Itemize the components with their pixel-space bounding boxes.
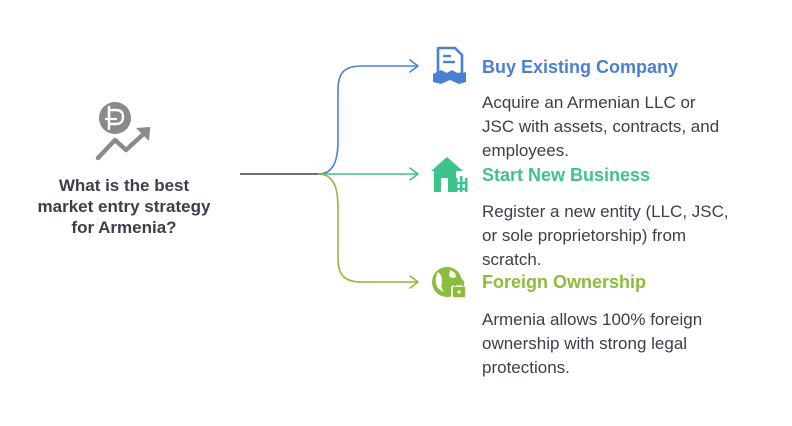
branch-desc-start: Register a new entity (LLC, JSC, or sole… — [482, 200, 782, 272]
dram-growth-icon — [95, 102, 151, 161]
arrow-head-start — [409, 167, 419, 181]
contract-handshake-icon — [433, 46, 466, 84]
branch-desc-foreign: Armenia allows 100% foreign ownership wi… — [482, 308, 782, 380]
arrow-head-foreign — [409, 275, 419, 289]
question-text: What is the best market entry strategy f… — [14, 175, 234, 238]
house-icon — [431, 157, 468, 192]
desc-line: protections. — [482, 358, 570, 377]
desc-line: Armenia allows 100% foreign — [482, 310, 703, 329]
desc-line: scratch. — [482, 250, 542, 269]
question-line: market entry strategy — [37, 197, 211, 216]
branch-title-buy: Buy Existing Company — [482, 57, 679, 77]
desc-line: JSC with assets, contracts, and — [482, 117, 720, 136]
branch-desc-buy: Acquire an Armenian LLC or JSC with asse… — [482, 91, 782, 163]
globe-lock-icon — [432, 267, 467, 299]
branch-title-start: Start New Business — [482, 165, 651, 185]
branch-title-foreign: Foreign Ownership — [482, 272, 647, 292]
question-line: What is the best — [58, 176, 190, 195]
question-line: for Armenia? — [71, 218, 177, 237]
desc-line: or sole proprietorship) from — [482, 226, 687, 245]
branch-line-buy — [317, 65, 418, 175]
desc-line: employees. — [482, 141, 569, 160]
desc-line: ownership with strong legal — [482, 334, 688, 353]
desc-line: Register a new entity (LLC, JSC, — [482, 202, 729, 221]
branch-line-foreign — [317, 173, 418, 283]
desc-line: Acquire an Armenian LLC or — [482, 93, 696, 112]
arrow-head-buy — [409, 59, 419, 73]
